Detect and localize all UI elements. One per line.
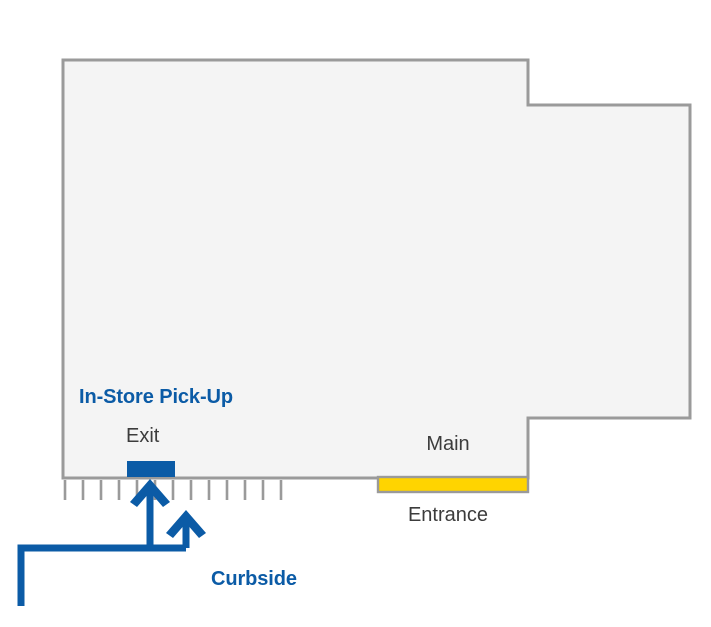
route-arrow-up-primary-icon	[130, 479, 170, 507]
label-curbside-pickup-parking: Curbside Pick-Up Parking	[211, 521, 363, 627]
label-main-entrance-line2: Entrance	[407, 503, 489, 526]
label-exit: Exit	[126, 425, 160, 447]
label-main-entrance: Main Entrance	[393, 386, 503, 575]
route-arrow-up-secondary-icon	[166, 510, 206, 538]
in-store-pickup-exit-door-marker	[127, 461, 175, 477]
main-entrance-door-marker	[376, 475, 530, 494]
building-outline	[61, 58, 692, 480]
curbside-parking-stalls	[63, 480, 283, 500]
label-curbside-line1: Curbside	[211, 568, 297, 591]
label-in-store-pickup: In-Store Pick-Up	[79, 386, 233, 408]
label-main-entrance-line1: Main	[426, 433, 470, 456]
